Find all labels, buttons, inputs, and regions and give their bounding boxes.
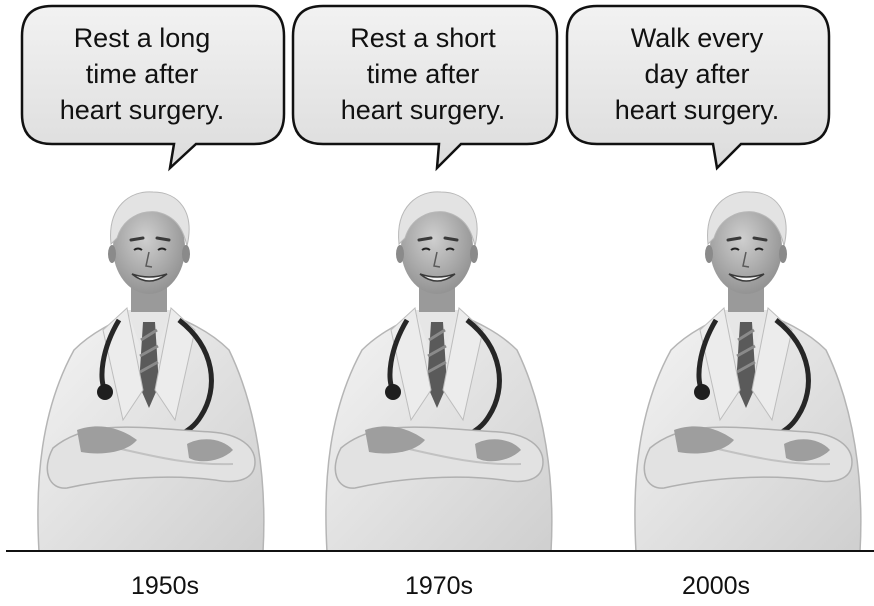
advice-text: Walk every day after heart surgery. <box>571 14 823 134</box>
era-panel-2000s: Walk every day after heart surgery. <box>583 0 874 606</box>
era-label: 1970s <box>369 572 509 601</box>
era-panel-1970s: Rest a short time after heart surgery. <box>291 0 582 606</box>
doctor-with-stethoscope-icon <box>307 180 567 552</box>
era-panel-1950s: Rest a long time after heart surgery. <box>0 0 291 606</box>
advice-text: Rest a long time after heart surgery. <box>26 14 258 134</box>
doctor-with-stethoscope-icon <box>19 180 279 552</box>
timeline-axis <box>6 550 874 552</box>
doctor-with-stethoscope-icon <box>616 180 874 552</box>
era-label: 2000s <box>646 572 786 601</box>
advice-text: Rest a short time after heart surgery. <box>297 14 549 134</box>
era-label: 1950s <box>95 572 235 601</box>
